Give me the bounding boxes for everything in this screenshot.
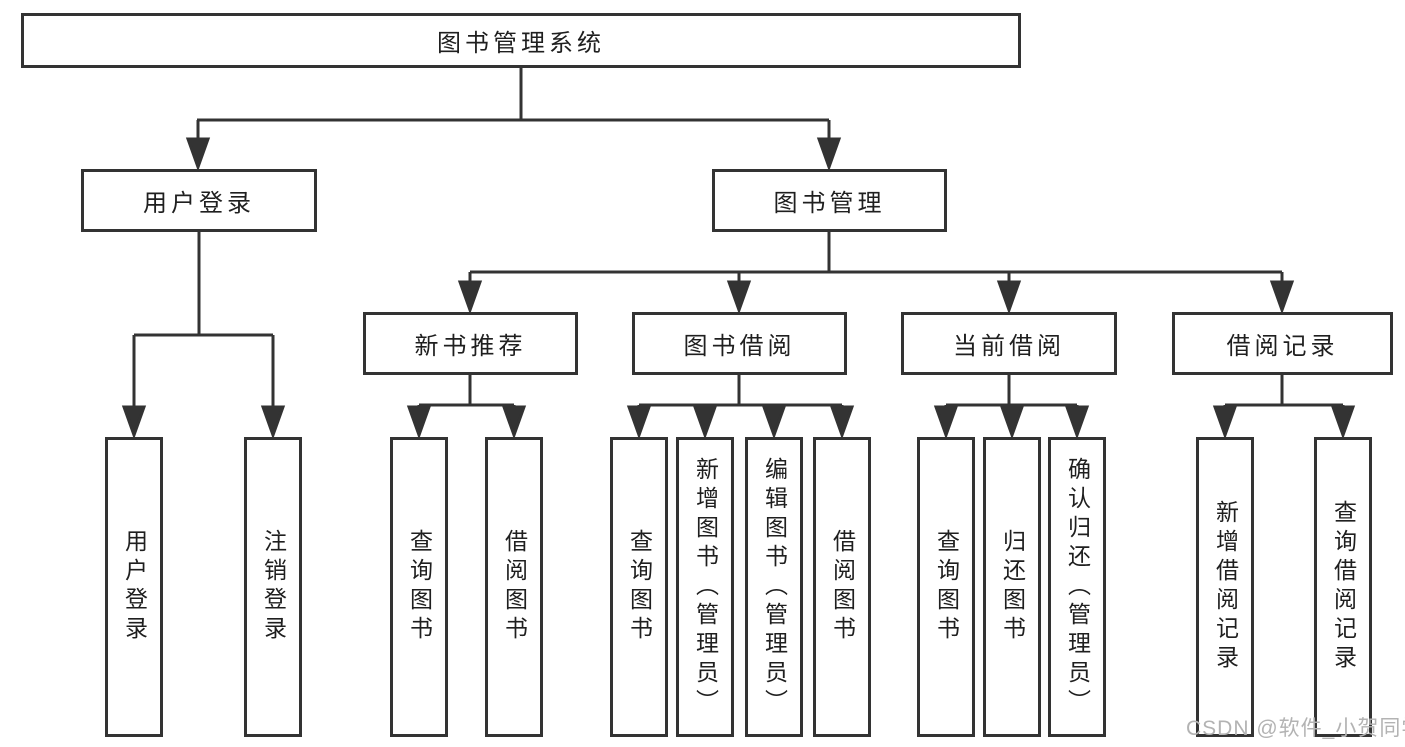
- connector-bookmgmt-to-level3: [457, 232, 1295, 315]
- node-borrow-records: 借阅记录: [1172, 312, 1393, 375]
- connector-root-to-level2: [185, 68, 842, 172]
- arrowhead: [260, 405, 286, 440]
- csdn-watermark: CSDN @软件_小贺同学: [1186, 717, 1405, 740]
- arrowhead: [1212, 405, 1238, 440]
- arrowhead: [726, 280, 752, 315]
- leaf-return-book: 归还图书: [983, 437, 1041, 737]
- connector-newbook-to-leaves: [406, 375, 527, 440]
- arrowhead: [406, 405, 432, 440]
- leaf-label: 查询图书: [933, 529, 960, 645]
- arrowhead: [999, 405, 1025, 440]
- connector-userlogin-to-leaves: [121, 232, 286, 440]
- leaf-label: 注销登录: [260, 529, 287, 645]
- leaf-query-books-recommend: 查询图书: [390, 437, 448, 737]
- arrowhead: [457, 280, 483, 315]
- arrowhead: [933, 405, 959, 440]
- leaf-query-books-current: 查询图书: [917, 437, 975, 737]
- node-book-management: 图书管理: [712, 169, 947, 232]
- leaf-edit-book-admin: 编辑图书（管理员）: [745, 437, 803, 737]
- leaf-label: 确认归还（管理员）: [1064, 456, 1091, 718]
- leaf-label: 归还图书: [999, 529, 1026, 645]
- leaf-logout: 注销登录: [244, 437, 302, 737]
- arrowhead: [1269, 280, 1295, 315]
- node-user-login: 用户登录: [81, 169, 317, 232]
- leaf-user-login: 用户登录: [105, 437, 163, 737]
- leaf-label: 查询图书: [406, 529, 433, 645]
- node-new-book-recommend: 新书推荐: [363, 312, 578, 375]
- leaf-borrow-books-recommend: 借阅图书: [485, 437, 543, 737]
- arrowhead: [1330, 405, 1356, 440]
- arrowhead: [1064, 405, 1090, 440]
- leaf-query-books-borrow: 查询图书: [610, 437, 668, 737]
- connector-current-to-leaves: [933, 375, 1090, 440]
- arrowhead: [121, 405, 147, 440]
- connector-records-to-leaves: [1212, 375, 1356, 440]
- node-book-borrow: 图书借阅: [632, 312, 847, 375]
- leaf-confirm-return-admin: 确认归还（管理员）: [1048, 437, 1106, 737]
- node-library-system: 图书管理系统: [21, 13, 1021, 68]
- leaf-label: 新增借阅记录: [1212, 500, 1239, 674]
- node-current-borrow: 当前借阅: [901, 312, 1117, 375]
- leaf-label: 借阅图书: [829, 529, 856, 645]
- leaf-borrow-books: 借阅图书: [813, 437, 871, 737]
- arrowhead: [185, 137, 211, 172]
- leaf-query-borrow-record: 查询借阅记录: [1314, 437, 1372, 737]
- arrowhead: [829, 405, 855, 440]
- arrowhead: [692, 405, 718, 440]
- leaf-label: 查询图书: [626, 529, 653, 645]
- leaf-add-book-admin: 新增图书（管理员）: [676, 437, 734, 737]
- arrowhead: [626, 405, 652, 440]
- leaf-label: 编辑图书（管理员）: [761, 456, 788, 718]
- arrowhead: [761, 405, 787, 440]
- leaf-label: 查询借阅记录: [1330, 500, 1357, 674]
- leaf-add-borrow-record: 新增借阅记录: [1196, 437, 1254, 737]
- arrowhead: [501, 405, 527, 440]
- arrowhead: [996, 280, 1022, 315]
- leaf-label: 借阅图书: [501, 529, 528, 645]
- leaf-label: 新增图书（管理员）: [692, 456, 719, 718]
- arrowhead: [816, 137, 842, 172]
- connector-borrow-to-leaves: [626, 375, 855, 440]
- leaf-label: 用户登录: [121, 529, 148, 645]
